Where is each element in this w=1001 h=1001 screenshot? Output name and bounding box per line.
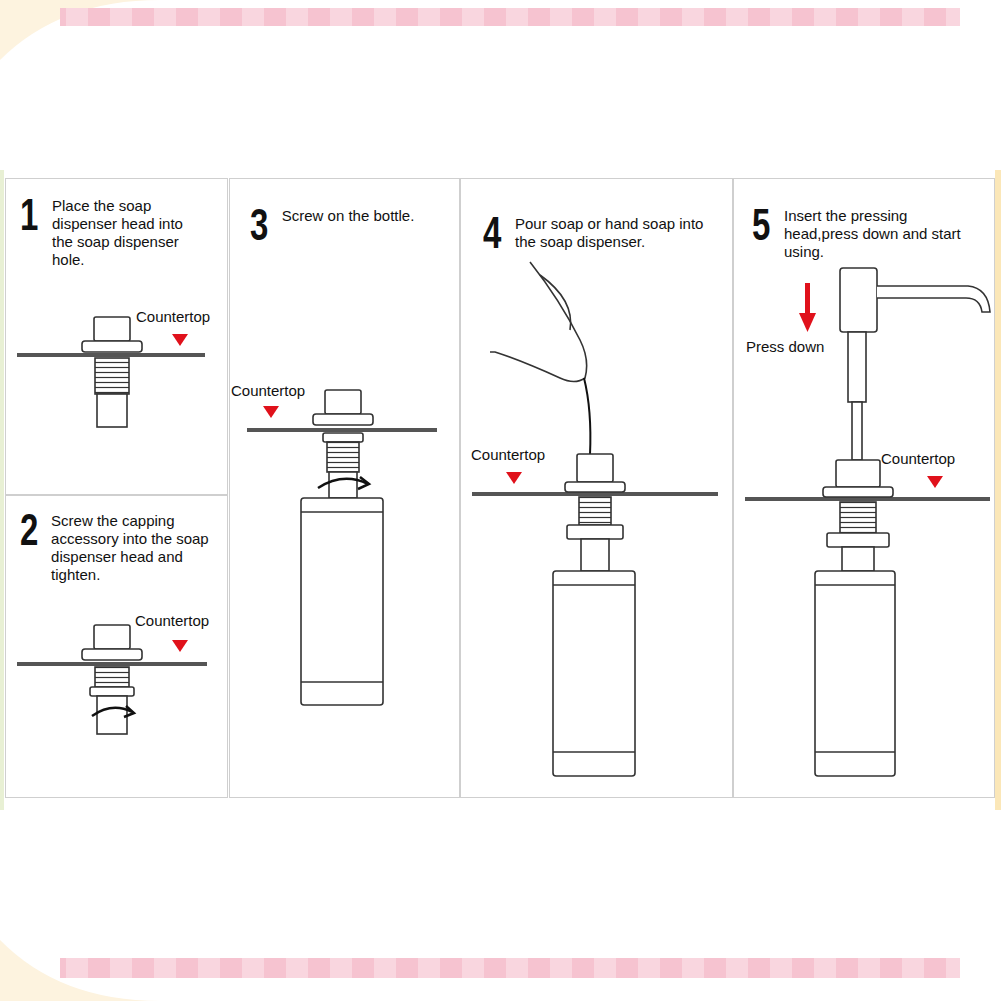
step-heading: 2 Screw the capping accessory into the so… bbox=[20, 508, 223, 584]
step-heading: 3 Screw on the bottle. bbox=[250, 203, 455, 247]
callout-label: Countertop bbox=[471, 446, 545, 464]
step-heading: 5 Insert the pressing head,press down and… bbox=[752, 203, 990, 261]
callout-label: Countertop bbox=[231, 382, 305, 400]
step-panel: 4 Pour soap or hand soap into the soap di… bbox=[460, 178, 733, 798]
callout-label: Countertop bbox=[881, 450, 955, 468]
callout-label: Countertop bbox=[135, 612, 209, 630]
step-panel: 3 Screw on the bottle. bbox=[229, 178, 460, 798]
step-instruction: Insert the pressing head,press down and … bbox=[784, 207, 974, 261]
step-panel: 1 Place the soap dispenser head into the … bbox=[5, 178, 228, 495]
step-number: 4 bbox=[483, 211, 503, 255]
step-heading: 4 Pour soap or hand soap into the soap di… bbox=[483, 211, 728, 255]
step-heading: 1 Place the soap dispenser head into the … bbox=[20, 193, 223, 269]
step-number: 2 bbox=[20, 508, 39, 552]
step-number: 1 bbox=[20, 193, 40, 237]
step-panel: 2 Screw the capping accessory into the so… bbox=[5, 495, 228, 798]
step-panel: 5 Insert the pressing head,press down and… bbox=[733, 178, 995, 798]
callout-label: Countertop bbox=[136, 308, 210, 326]
step-number: 3 bbox=[250, 203, 269, 247]
step-instruction: Pour soap or hand soap into the soap dis… bbox=[515, 215, 715, 251]
callout-label: Press down bbox=[746, 338, 824, 356]
step-instruction: Screw the capping accessory into the soa… bbox=[51, 512, 223, 584]
dispenser-drawings bbox=[17, 262, 990, 776]
step-number: 5 bbox=[752, 203, 772, 247]
step-instruction: Place the soap dispenser head into the s… bbox=[52, 197, 192, 269]
red-markers bbox=[172, 283, 943, 652]
step-instruction: Screw on the bottle. bbox=[282, 207, 455, 225]
